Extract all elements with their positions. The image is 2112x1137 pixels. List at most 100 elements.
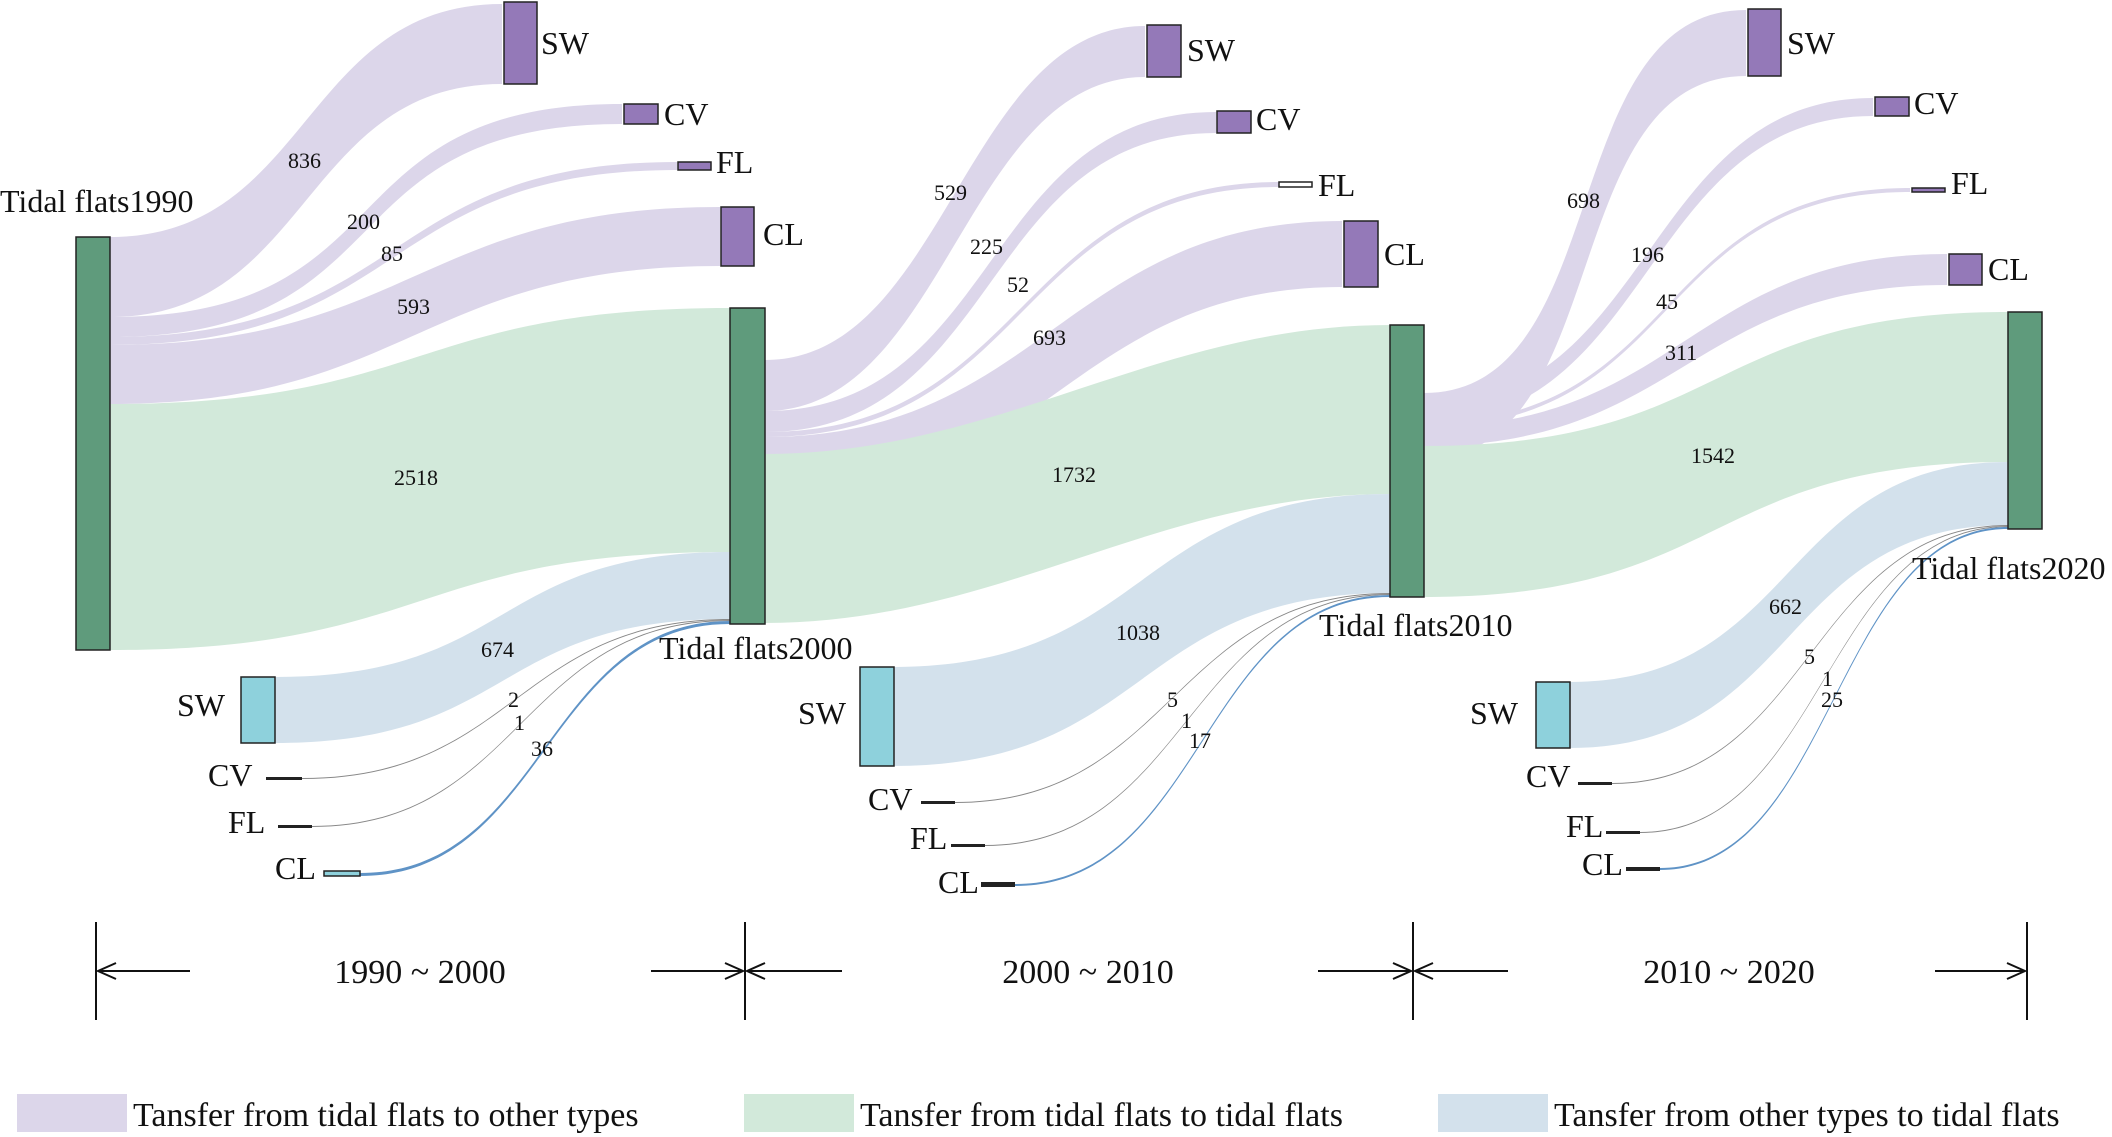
in-label-cv-2: CV — [868, 781, 912, 817]
value-in-sw-3: 662 — [1769, 594, 1802, 619]
stage-label-2010: Tidal flats2010 — [1319, 607, 1513, 643]
node-out-fl-1[interactable] — [677, 161, 712, 171]
flow-in-fl-3 — [1640, 526, 2008, 833]
flow-in-cv-1 — [302, 619, 730, 779]
period-arrowhead-left-1 — [95, 962, 117, 980]
flow-out-fl-1 — [110, 162, 677, 345]
transition-2000-2010 — [765, 26, 1390, 886]
period-dimension-lines — [95, 922, 2028, 1020]
value-in-fl-3: 1 — [1822, 666, 1833, 691]
value-stay-1: 2518 — [394, 465, 438, 490]
value-in-cv-1: 2 — [508, 687, 519, 712]
in-node-labels: SW CV FL CL SW CV FL CL SW CV FL CL — [177, 687, 1623, 900]
value-in-sw-1: 674 — [481, 637, 514, 662]
node-in-fl-3[interactable] — [1606, 831, 1640, 834]
flow-out-cv-1 — [110, 104, 622, 337]
node-in-cv-2[interactable] — [921, 801, 955, 804]
value-in-cl-1: 36 — [531, 736, 553, 761]
node-out-cv-3[interactable] — [1874, 96, 1910, 117]
period-arrowhead-right-1 — [724, 962, 746, 980]
out-node-labels: SW CV FL CL SW CV FL CL SW CV FL CL — [541, 25, 2029, 287]
out-label-cv-3: CV — [1914, 85, 1958, 121]
flow-out-cl-3 — [1424, 254, 1947, 446]
node-in-sw-1[interactable] — [240, 676, 276, 744]
node-out-fl-3[interactable] — [1911, 187, 1946, 193]
out-label-fl-3: FL — [1951, 165, 1988, 201]
value-out-cl-1: 593 — [397, 294, 430, 319]
out-label-sw-2: SW — [1187, 32, 1236, 68]
node-out-cv-2[interactable] — [1216, 110, 1252, 134]
flow-in-sw-2 — [893, 494, 1390, 766]
node-out-cv-1[interactable] — [623, 103, 659, 125]
node-in-cv-1[interactable] — [266, 777, 302, 780]
stage-labels: Tidal flats1990 Tidal flats2000 Tidal fl… — [0, 183, 2106, 666]
flow-value-labels: 836 200 85 593 2518 674 2 1 36 529 225 5… — [288, 148, 1843, 761]
node-out-sw-3[interactable] — [1747, 8, 1782, 77]
node-in-sw-3[interactable] — [1535, 681, 1571, 749]
node-tidal-flats-1990[interactable] — [75, 236, 111, 651]
legend-swatch-out — [17, 1094, 127, 1132]
node-in-fl-1[interactable] — [278, 825, 312, 828]
node-in-cl-2[interactable] — [981, 882, 1015, 887]
transition-1990-2000 — [110, 4, 730, 876]
period-arrowhead-right-2 — [1392, 962, 1414, 980]
flow-in-cl-1 — [360, 621, 730, 876]
node-out-cl-2[interactable] — [1343, 220, 1379, 288]
node-out-cl-3[interactable] — [1948, 253, 1983, 286]
flow-stay-1 — [110, 308, 730, 650]
value-out-fl-2: 52 — [1007, 272, 1029, 297]
out-label-cl-1: CL — [763, 216, 804, 252]
value-out-cv-2: 225 — [970, 234, 1003, 259]
in-label-cv-1: CV — [208, 757, 252, 793]
node-out-sw-1[interactable] — [503, 1, 538, 85]
period-arrowhead-left-3 — [1412, 962, 1434, 980]
stage-label-1990: Tidal flats1990 — [0, 183, 194, 219]
period-label-1990-2000: 1990 ~ 2000 — [334, 954, 505, 991]
legend: Tansfer from tidal flats to other types … — [17, 1094, 2060, 1134]
in-label-cl-1: CL — [275, 850, 316, 886]
flow-in-cv-3 — [1612, 525, 2008, 784]
value-out-fl-1: 85 — [381, 241, 403, 266]
value-out-cl-2: 693 — [1033, 325, 1066, 350]
in-label-sw-1: SW — [177, 687, 226, 723]
value-out-cl-3: 311 — [1665, 340, 1697, 365]
flow-in-fl-1 — [312, 620, 730, 827]
flow-out-sw-1 — [110, 4, 502, 317]
flow-in-cv-2 — [955, 593, 1390, 803]
out-label-sw-1: SW — [541, 25, 590, 61]
node-out-fl-2[interactable] — [1278, 181, 1313, 188]
node-tidal-flats-2010[interactable] — [1389, 324, 1425, 598]
out-label-sw-3: SW — [1787, 25, 1836, 61]
node-in-fl-2[interactable] — [951, 844, 985, 847]
node-in-cl-3[interactable] — [1626, 867, 1660, 871]
value-in-cv-3: 5 — [1804, 644, 1815, 669]
period-label-2000-2010: 2000 ~ 2010 — [1002, 954, 1173, 991]
in-label-cl-2: CL — [938, 864, 979, 900]
flow-out-cv-2 — [765, 112, 1216, 432]
node-in-cl-1[interactable] — [323, 870, 361, 877]
node-in-cv-3[interactable] — [1578, 782, 1612, 785]
flow-in-sw-3 — [1570, 462, 2008, 748]
node-out-sw-2[interactable] — [1146, 24, 1182, 78]
flow-in-sw-1 — [275, 552, 730, 743]
node-tidal-flats-2000[interactable] — [729, 307, 766, 625]
out-label-fl-1: FL — [716, 144, 753, 180]
node-in-sw-2[interactable] — [859, 666, 895, 767]
flow-stay-3 — [1424, 312, 2008, 597]
legend-swatch-stay — [744, 1094, 854, 1132]
flow-out-cl-1 — [110, 207, 720, 404]
node-out-cl-1[interactable] — [720, 206, 755, 267]
out-label-cv-2: CV — [1256, 101, 1300, 137]
node-tidal-flats-2020[interactable] — [2007, 311, 2043, 530]
out-label-cl-2: CL — [1384, 236, 1425, 272]
value-out-sw-1: 836 — [288, 148, 321, 173]
value-stay-2: 1732 — [1052, 462, 1096, 487]
stage-label-2020: Tidal flats2020 — [1912, 550, 2106, 586]
value-in-cv-2: 5 — [1167, 687, 1178, 712]
value-out-fl-3: 45 — [1656, 289, 1678, 314]
value-out-cv-1: 200 — [347, 209, 380, 234]
value-in-sw-2: 1038 — [1116, 620, 1160, 645]
out-label-cl-3: CL — [1988, 251, 2029, 287]
value-in-cl-2: 17 — [1189, 728, 1211, 753]
